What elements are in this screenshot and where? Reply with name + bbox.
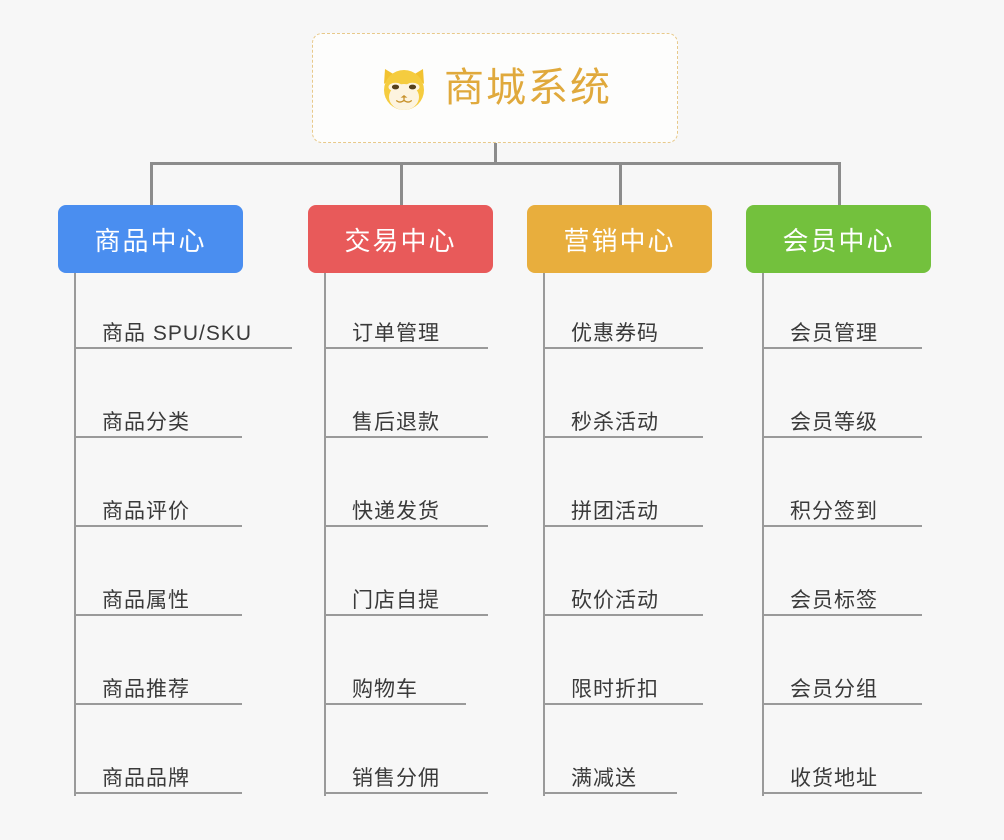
category-drop-connector-marketing-center: [618, 162, 622, 207]
leaf-item[interactable]: 订单管理: [324, 321, 488, 349]
category-box-member-center[interactable]: 会员中心: [746, 205, 931, 273]
leaf-item[interactable]: 秒杀活动: [543, 410, 703, 438]
category-label: 会员中心: [782, 225, 895, 256]
leaf-item[interactable]: 商品品牌: [74, 766, 242, 794]
leaf-label: 秒杀活动: [571, 411, 659, 434]
leaf-label: 商品 SPU/SKU: [102, 322, 253, 345]
category-label: 营销中心: [563, 225, 676, 256]
leaf-item[interactable]: 商品评价: [74, 499, 242, 527]
category-box-marketing-center[interactable]: 营销中心: [527, 205, 712, 273]
leaf-item[interactable]: 销售分佣: [324, 766, 488, 794]
column-spine-trade-center: [324, 273, 326, 796]
leaf-label: 拼团活动: [571, 500, 659, 523]
leaf-label: 快递发货: [352, 500, 440, 523]
leaf-label: 收货地址: [790, 767, 878, 790]
root-stem-connector: [494, 143, 497, 165]
leaf-label: 会员管理: [790, 322, 878, 345]
leaf-item[interactable]: 砍价活动: [543, 588, 703, 616]
leaf-item[interactable]: 会员分组: [762, 677, 922, 705]
leaf-label: 砍价活动: [571, 589, 659, 612]
leaf-item[interactable]: 门店自提: [324, 588, 488, 616]
leaf-label: 门店自提: [352, 589, 440, 612]
category-box-trade-center[interactable]: 交易中心: [308, 205, 493, 273]
column-spine-marketing-center: [543, 273, 545, 796]
leaf-item[interactable]: 拼团活动: [543, 499, 703, 527]
root-node-mall-system[interactable]: 商城系统: [312, 33, 678, 143]
leaf-item[interactable]: 会员等级: [762, 410, 922, 438]
leaf-item[interactable]: 满减送: [543, 766, 677, 794]
category-drop-connector-product-center: [149, 162, 153, 207]
leaf-item[interactable]: 商品分类: [74, 410, 242, 438]
leaf-label: 积分签到: [790, 500, 878, 523]
leaf-label: 商品属性: [102, 589, 190, 612]
horizontal-bus-connector: [149, 162, 841, 165]
leaf-item[interactable]: 积分签到: [762, 499, 922, 527]
leaf-label: 销售分佣: [352, 767, 440, 790]
leaf-label: 会员等级: [790, 411, 878, 434]
column-spine-member-center: [762, 273, 764, 796]
root-title: 商城系统: [444, 66, 612, 110]
category-label: 交易中心: [344, 225, 457, 256]
leaf-label: 商品评价: [102, 500, 190, 523]
leaf-item[interactable]: 收货地址: [762, 766, 922, 794]
category-drop-connector-trade-center: [399, 162, 403, 207]
leaf-item[interactable]: 商品 SPU/SKU: [74, 321, 292, 349]
leaf-label: 会员分组: [790, 678, 878, 701]
leaf-label: 商品品牌: [102, 767, 190, 790]
category-box-product-center[interactable]: 商品中心: [58, 205, 243, 273]
leaf-label: 商品推荐: [102, 678, 190, 701]
shiba-dog-face-icon: [378, 63, 430, 113]
leaf-item[interactable]: 会员管理: [762, 321, 922, 349]
leaf-label: 商品分类: [102, 411, 190, 434]
leaf-item[interactable]: 商品属性: [74, 588, 242, 616]
leaf-label: 购物车: [352, 678, 418, 701]
leaf-item[interactable]: 限时折扣: [543, 677, 703, 705]
leaf-item[interactable]: 购物车: [324, 677, 466, 705]
leaf-item[interactable]: 售后退款: [324, 410, 488, 438]
leaf-label: 满减送: [571, 767, 637, 790]
leaf-label: 限时折扣: [571, 678, 659, 701]
category-drop-connector-member-center: [837, 162, 841, 207]
leaf-item[interactable]: 快递发货: [324, 499, 488, 527]
leaf-label: 订单管理: [352, 322, 440, 345]
leaf-item[interactable]: 会员标签: [762, 588, 922, 616]
leaf-label: 优惠券码: [571, 322, 659, 345]
leaf-item[interactable]: 商品推荐: [74, 677, 242, 705]
leaf-label: 会员标签: [790, 589, 878, 612]
column-spine-product-center: [74, 273, 76, 796]
category-label: 商品中心: [94, 225, 207, 256]
leaf-item[interactable]: 优惠券码: [543, 321, 703, 349]
leaf-label: 售后退款: [352, 411, 440, 434]
